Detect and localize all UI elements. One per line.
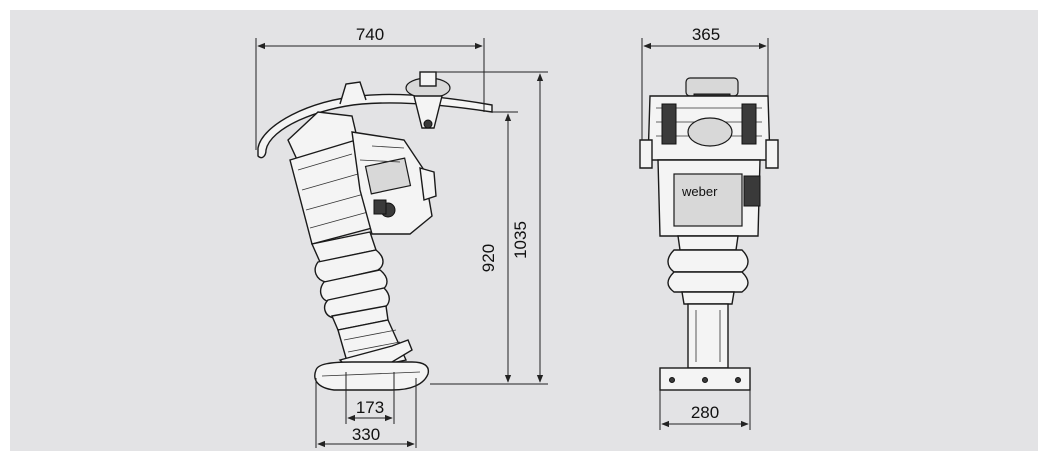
dim-740: 740 — [356, 25, 384, 44]
dimension-side-width: 740 — [255, 25, 485, 150]
dimension-foot-length: 330 — [315, 378, 417, 448]
dim-365: 365 — [692, 25, 720, 44]
dim-330: 330 — [352, 425, 380, 444]
dim-1035: 1035 — [511, 221, 530, 259]
brand-logo-text: weber — [681, 184, 718, 199]
drawing-panel — [10, 10, 1038, 451]
front-view-rammer: weber — [639, 77, 779, 391]
dimension-handle-height: 920 — [479, 111, 518, 383]
bellows — [311, 231, 390, 331]
side-view-rammer — [257, 71, 493, 391]
dimension-foot-inner: 173 — [345, 372, 395, 424]
dimension-total-height: 1035 — [430, 71, 548, 385]
dimension-front-width: 365 — [641, 25, 769, 140]
dimension-front-foot-width: 280 — [659, 390, 751, 430]
dim-280: 280 — [691, 403, 719, 422]
dim-173: 173 — [356, 398, 384, 417]
fuel-cap-icon — [405, 71, 451, 129]
dim-920: 920 — [479, 244, 498, 272]
